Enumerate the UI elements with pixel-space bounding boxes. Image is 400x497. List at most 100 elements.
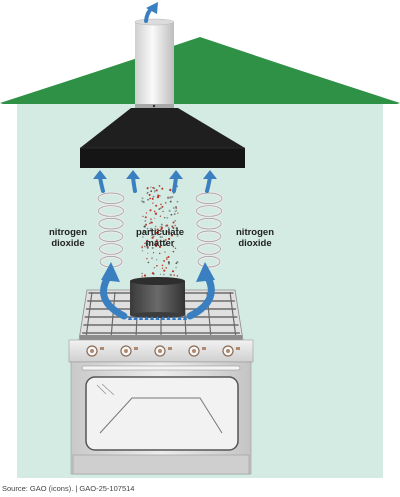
particle-dot (153, 189, 156, 192)
particle-dot (164, 243, 167, 246)
source-id: GAO-25-107514 (79, 484, 135, 493)
flame-tongue (183, 316, 187, 320)
flame-tongue (150, 316, 154, 320)
particle-dot (174, 210, 177, 213)
duct-sensor (152, 104, 156, 108)
particle-dot (163, 269, 166, 272)
particle-dot (171, 270, 175, 273)
particle-dot (161, 267, 164, 269)
spiral-coil-edge (196, 205, 222, 217)
particle-dot (175, 262, 178, 265)
knob-indicator (202, 347, 206, 350)
particle-dot (159, 235, 162, 239)
particle-dot (152, 202, 154, 204)
oven-door (85, 376, 239, 451)
particulate-dots-icon (141, 185, 179, 277)
particle-dot (177, 212, 179, 214)
particle-dot (147, 198, 149, 201)
particle-dot (166, 224, 169, 227)
particle-dot (175, 233, 177, 236)
particle-dot (161, 226, 163, 228)
knob-indicator (168, 347, 172, 350)
arrow-head (101, 262, 120, 282)
spiral-coil-edge (197, 255, 221, 268)
particle-dot (156, 259, 158, 261)
particle-dot (158, 208, 161, 210)
particle-dot (142, 215, 144, 218)
source-credit: Source: GAO (icons). (2, 484, 74, 493)
oven-window-reflection (99, 397, 223, 434)
particle-dot (150, 229, 152, 232)
particle-dot (156, 241, 159, 244)
particle-dot (163, 259, 166, 262)
particle-dot (141, 272, 143, 275)
particle-dot (155, 231, 158, 234)
spiral-icon (96, 191, 126, 269)
particle-dot (146, 192, 148, 195)
particle-dot (144, 220, 147, 222)
particle-dot (143, 230, 145, 233)
particle-dot (155, 204, 158, 207)
particle-dot (159, 215, 162, 217)
particle-dot (161, 187, 164, 190)
particle-dot (164, 251, 166, 253)
knob-indicator (100, 347, 104, 350)
particle-dot (148, 193, 151, 196)
curved-arrow-icon (93, 170, 217, 193)
particle-dot (145, 212, 148, 214)
flame-tongue (177, 316, 182, 320)
particle-dot (170, 213, 173, 216)
curved-arrow-icon (100, 262, 215, 320)
particle-dot (174, 224, 176, 227)
particle-dot (167, 261, 170, 264)
arrow-head (169, 170, 183, 179)
exhaust-arrow-icon (144, 2, 158, 23)
particle-dot (147, 261, 150, 264)
spiral-coil-edge (98, 205, 124, 217)
particle-dot (153, 217, 156, 220)
particle-dot (160, 203, 162, 206)
particle-dot (172, 250, 175, 253)
stove (68, 289, 254, 475)
particle-dot (174, 219, 177, 222)
oven-handle (81, 365, 241, 371)
particle-dot (172, 226, 174, 229)
particle-dot (155, 243, 158, 246)
particle-dot (149, 222, 151, 225)
particle-dot (153, 235, 155, 237)
particle-dot (158, 245, 162, 249)
particle-dot (169, 196, 172, 199)
flame-icon (128, 316, 187, 320)
label-nitrogen-dioxide-left: nitrogen dioxide (40, 227, 96, 249)
particle-dot (141, 246, 143, 249)
particle-dot (143, 225, 146, 228)
knob-center (90, 349, 94, 353)
particle-dot (161, 264, 164, 267)
particle-dot (160, 228, 163, 231)
label-line: nitrogen (49, 227, 87, 238)
stove-knobs (86, 345, 240, 357)
particle-dot (166, 230, 169, 233)
flame-tongue (161, 316, 165, 320)
particle-dot (167, 226, 170, 229)
particle-dot (175, 227, 178, 230)
particle-dot (144, 242, 147, 244)
particle-dot (153, 266, 156, 269)
particle-dot (154, 225, 157, 228)
spiral-coil-edge (97, 192, 125, 205)
particle-dot (149, 227, 153, 230)
particle-dot (159, 226, 161, 228)
particle-dot (151, 197, 154, 200)
particle-dot (146, 243, 149, 246)
particle-dot (143, 274, 147, 277)
knob-indicator (236, 347, 240, 350)
particle-dot (173, 274, 175, 276)
chimney-top (134, 18, 175, 26)
knob-center (124, 349, 128, 353)
particle-dot (146, 239, 149, 242)
particle-dot (158, 185, 161, 187)
particle-dot (150, 221, 153, 224)
flame-tongue (139, 316, 143, 320)
knob-indicator (134, 347, 138, 350)
particle-dot (151, 272, 155, 275)
